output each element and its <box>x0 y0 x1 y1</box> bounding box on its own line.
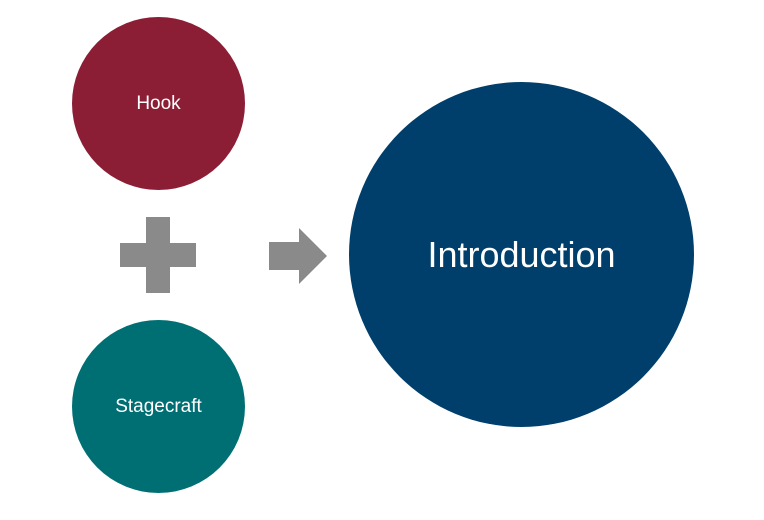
arrow-right-icon <box>269 228 327 284</box>
plus-shape <box>120 217 196 293</box>
hook-label: Hook <box>136 92 181 114</box>
stagecraft-circle: Stagecraft <box>72 320 245 493</box>
arrow-shape <box>269 228 327 284</box>
plus-icon <box>120 217 196 293</box>
introduction-circle: Introduction <box>349 82 694 427</box>
hook-circle: Hook <box>72 17 245 190</box>
stagecraft-label: Stagecraft <box>115 395 202 417</box>
introduction-label: Introduction <box>427 233 616 275</box>
